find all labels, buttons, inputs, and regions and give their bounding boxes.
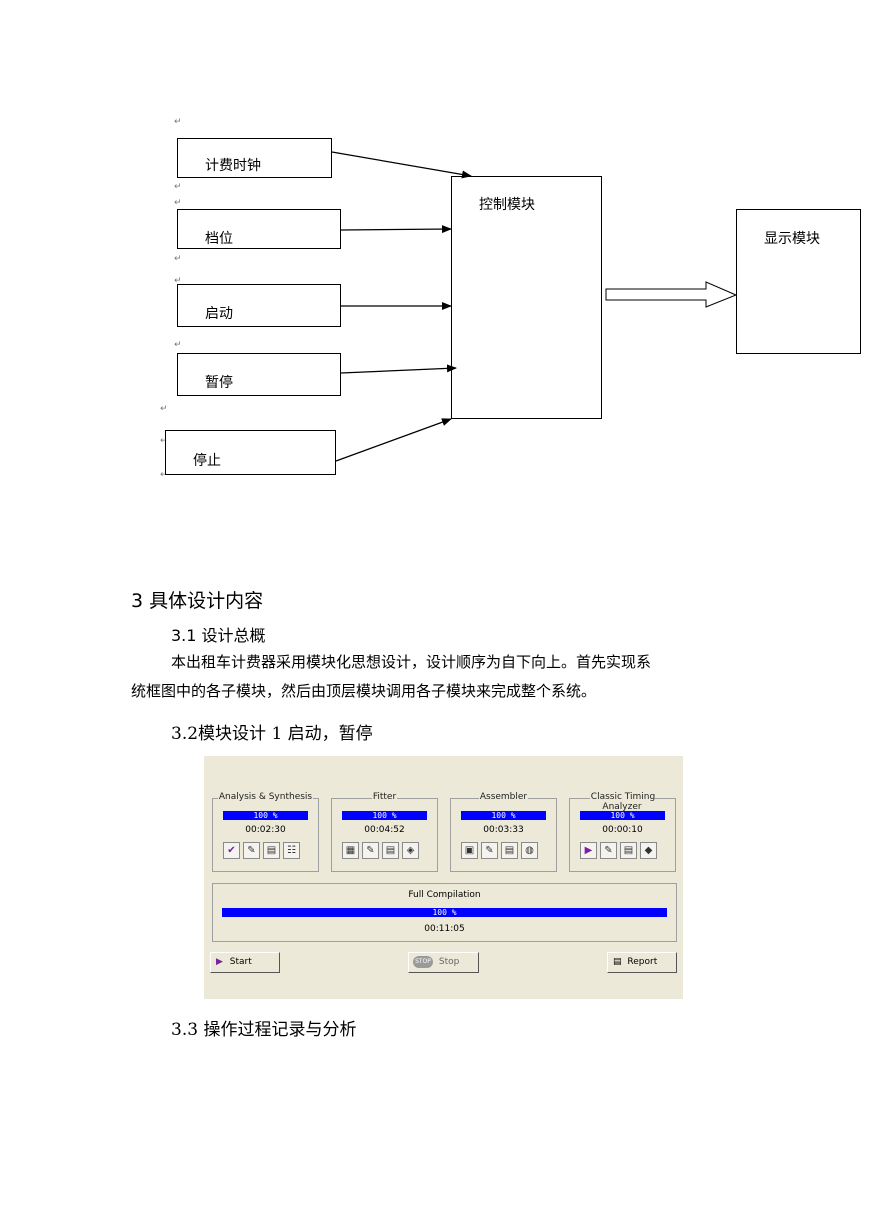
check-run-icon[interactable]: ✔: [223, 842, 240, 859]
paragraph-line-1: 本出租车计费器采用模块化思想设计，设计顺序为自下向上。首先实现系: [171, 653, 652, 671]
stop-button[interactable]: STOP Stop: [408, 952, 479, 973]
edit-icon[interactable]: ✎: [362, 842, 379, 859]
report-icon[interactable]: ▤: [620, 842, 637, 859]
stop-icon: STOP: [413, 955, 433, 968]
gear-label: 档位: [205, 231, 233, 247]
paragraph-mark: ↵: [174, 198, 182, 208]
start-box: 启动: [177, 284, 341, 327]
paragraph-mark: ↵: [160, 470, 168, 480]
edit-icon[interactable]: ✎: [481, 842, 498, 859]
pause-label: 暂停: [205, 375, 233, 391]
section-3-heading: 3 具体设计内容: [131, 590, 264, 612]
full-compilation-group: Full Compilation 100 % 00:11:05: [212, 883, 677, 942]
stop-label: 停止: [193, 453, 221, 469]
stage-fitter: Fitter 100 % 00:04:52 ▦ ✎ ▤ ◈: [331, 792, 438, 872]
stop-box: 停止: [165, 430, 336, 475]
paragraph-line-2: 统框图中的各子模块，然后由顶层模块调用各子模块来完成整个系统。: [131, 682, 597, 700]
paragraph-mark: ↵: [174, 182, 182, 192]
section-3-2-heading: 3.2模块设计 1 启动，暂停: [171, 724, 373, 744]
chip-planner-icon[interactable]: ◈: [402, 842, 419, 859]
report-button-label: Report: [627, 957, 658, 967]
billing-clock-label: 计费时钟: [205, 158, 261, 174]
play-icon: ▶: [216, 957, 223, 967]
arrow-clock-to-control: [331, 151, 472, 179]
paragraph-mark: ↵: [174, 117, 182, 127]
stage-title: Assembler: [478, 792, 529, 802]
start-label: 启动: [205, 306, 233, 322]
paragraph-mark: ↵: [160, 404, 168, 414]
diagram-arrows: [331, 151, 738, 462]
stage-title: Fitter: [371, 792, 398, 802]
edit-icon[interactable]: ✎: [243, 842, 260, 859]
report-icon[interactable]: ▤: [263, 842, 280, 859]
stage-progress-bar: 100 %: [580, 811, 665, 820]
report-icon[interactable]: ▤: [382, 842, 399, 859]
arrow-gear-to-control: [340, 225, 452, 234]
start-button-label: Start: [229, 957, 252, 967]
stage-analysis-synthesis: Analysis & Synthesis 100 % 00:02:30 ✔ ✎ …: [212, 792, 319, 872]
stage-time: 00:02:30: [245, 825, 286, 835]
report-icon[interactable]: ▤: [501, 842, 518, 859]
full-compilation-time: 00:11:05: [424, 924, 465, 934]
full-compilation-title: Full Compilation: [408, 890, 481, 900]
hollow-arrow-control-to-display: [605, 281, 738, 308]
full-progress-bar: 100 %: [222, 908, 667, 917]
timing-run-icon[interactable]: ▶: [580, 842, 597, 859]
start-button[interactable]: ▶ Start: [210, 952, 280, 973]
stage-title: Analysis & Synthesis: [217, 792, 314, 802]
stage-time: 00:03:33: [483, 825, 524, 835]
pause-box: 暂停: [177, 353, 341, 396]
report-icon: ▤: [613, 957, 622, 967]
stage-time: 00:04:52: [364, 825, 405, 835]
stage-title: Classic Timing Analyzer: [589, 792, 656, 812]
control-module-label: 控制模块: [479, 197, 535, 213]
paragraph-mark: ↵: [174, 276, 182, 286]
gear-box: 档位: [177, 209, 341, 249]
stage-progress-bar: 100 %: [342, 811, 427, 820]
stage-assembler: Assembler 100 % 00:03:33 ▣ ✎ ▤ ◍: [450, 792, 557, 872]
edit-icon[interactable]: ✎: [600, 842, 617, 859]
programmer-icon[interactable]: ◍: [521, 842, 538, 859]
stage-classic-timing-analyzer: Classic Timing Analyzer 100 % 00:00:10 ▶…: [569, 792, 676, 872]
stage-time: 00:00:10: [602, 825, 643, 835]
billing-clock-box: 计费时钟: [177, 138, 332, 178]
paragraph-mark: ↵: [160, 436, 168, 446]
arrow-stop-to-control: [335, 418, 452, 462]
stage-progress-bar: 100 %: [461, 811, 546, 820]
control-module-box: 控制模块: [451, 176, 602, 419]
paragraph-mark: ↵: [174, 340, 182, 350]
section-3-3-heading: 3.3 操作过程记录与分析: [171, 1020, 357, 1040]
assembler-run-icon[interactable]: ▣: [461, 842, 478, 859]
compilation-panel: Analysis & Synthesis 100 % 00:02:30 ✔ ✎ …: [204, 756, 683, 999]
stage-progress-bar: 100 %: [223, 811, 308, 820]
arrow-pause-to-control: [340, 364, 457, 374]
display-module-box: 显示模块: [736, 209, 861, 354]
section-3-1-heading: 3.1 设计总概: [171, 626, 266, 645]
fitter-run-icon[interactable]: ▦: [342, 842, 359, 859]
paragraph-mark: ↵: [174, 254, 182, 264]
netlist-icon[interactable]: ☷: [283, 842, 300, 859]
report-button[interactable]: ▤ Report: [607, 952, 677, 973]
display-module-label: 显示模块: [764, 231, 820, 247]
stop-button-label: Stop: [438, 957, 460, 967]
timing-report-icon[interactable]: ◆: [640, 842, 657, 859]
